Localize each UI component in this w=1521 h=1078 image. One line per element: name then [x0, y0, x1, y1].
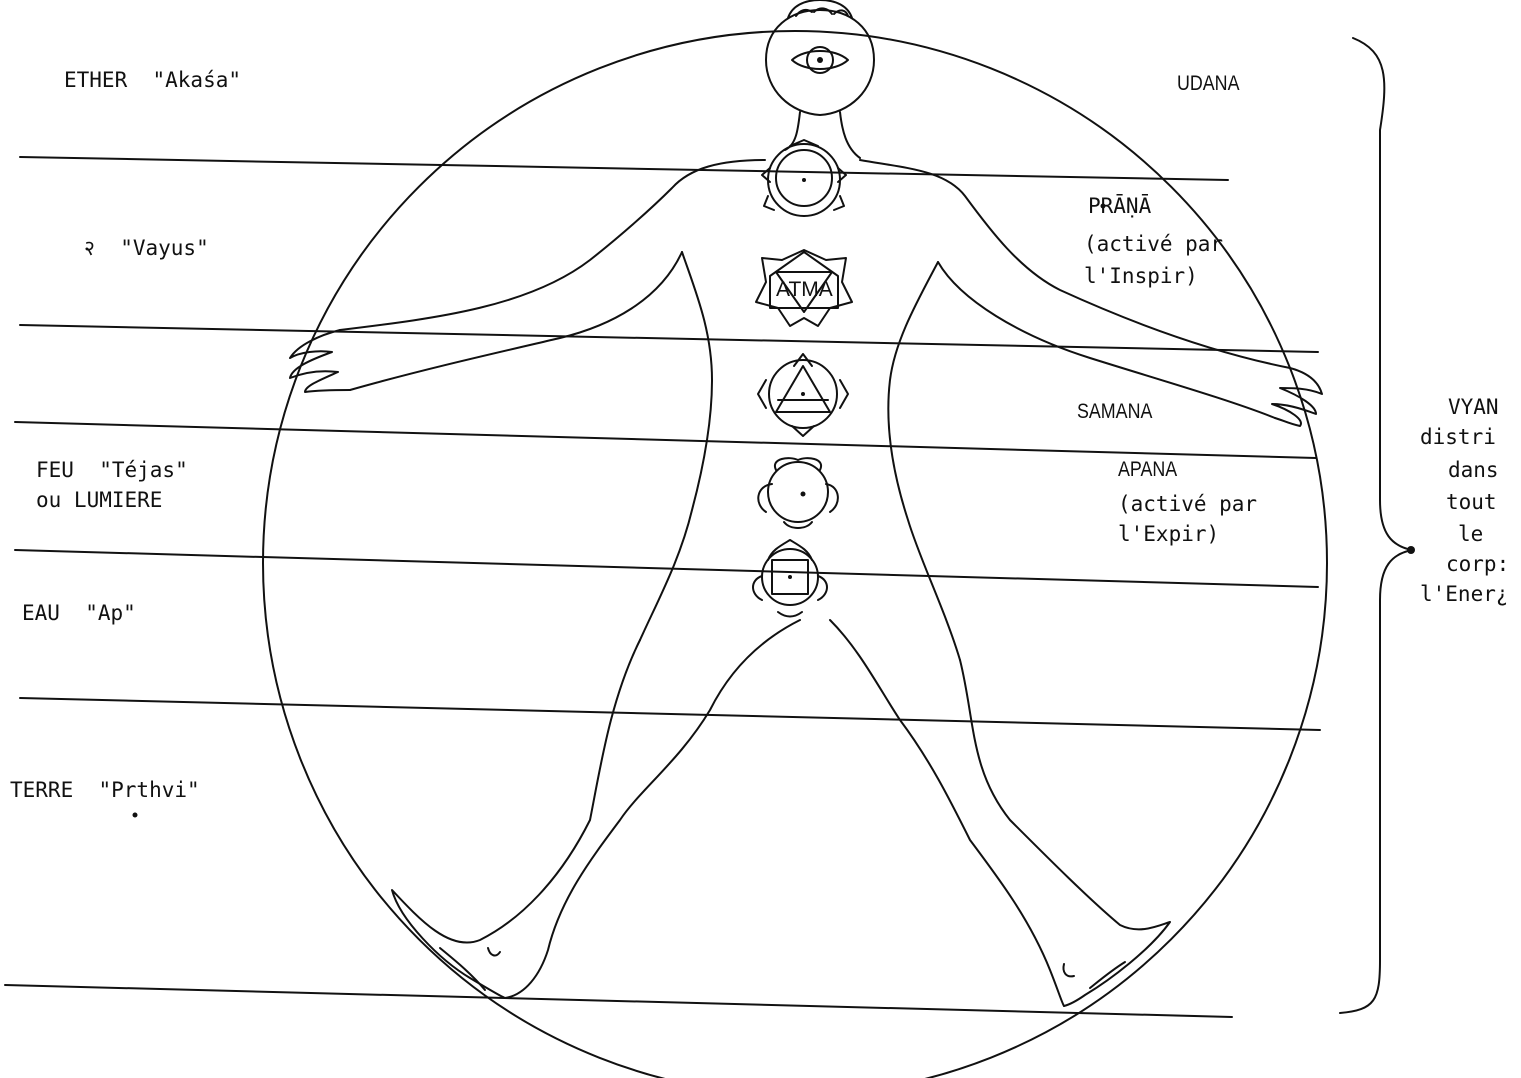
- label-prana-note-2: l'Inspir): [1084, 262, 1198, 290]
- torso-left: [640, 252, 712, 640]
- left-foot-mark: [488, 948, 500, 955]
- separator-line-5: [20, 698, 1320, 730]
- label-ether: ETHER "Akaśa": [64, 66, 241, 94]
- label-earth: TERRE "Prthvi": [10, 776, 200, 804]
- label-apana: APANA: [1118, 458, 1177, 482]
- separator-line-1: [20, 157, 1228, 180]
- label-vyana-7: l'Ener¿: [1420, 580, 1509, 608]
- left-arm-lower: [350, 252, 682, 390]
- label-apana-note-2: l'Expir): [1118, 520, 1219, 548]
- right-leg-inner: [830, 620, 1064, 1006]
- label-vyana-6: corp:: [1446, 550, 1509, 578]
- label-vyana-1: VYAN: [1448, 393, 1499, 421]
- label-samana: SAMANA: [1077, 400, 1152, 424]
- sacral-chakra: [758, 458, 838, 528]
- label-vyana-3: dans: [1448, 456, 1499, 484]
- label-prana-note-1: (activé par: [1084, 230, 1223, 258]
- right-brace: [1340, 38, 1412, 1013]
- right-arm-upper: [860, 160, 1290, 368]
- separator-line-6: [5, 985, 1232, 1017]
- label-vyana-4: tout: [1446, 488, 1497, 516]
- left-arm-upper: [340, 160, 765, 330]
- left-heel: [440, 948, 485, 990]
- crown-chakra: [788, 0, 852, 18]
- atma-label: ATMA: [776, 278, 833, 301]
- label-fire-line1: FEU "Téjas": [36, 456, 188, 484]
- separator-line-3: [15, 422, 1316, 458]
- label-udana: UDANA: [1177, 72, 1239, 96]
- label-prana: PRĀṆĀ: [1088, 192, 1151, 220]
- right-hand: [1272, 368, 1322, 426]
- label-air: २ "Vayus": [84, 234, 209, 262]
- label-water: EAU "Ap": [22, 599, 136, 627]
- neck-right: [840, 112, 860, 158]
- torso-right: [888, 262, 960, 660]
- right-foot-mark: [1063, 964, 1074, 976]
- right-leg-outer: [960, 660, 1170, 1006]
- label-vyana-5: le: [1458, 520, 1483, 548]
- left-leg-outer: [392, 640, 640, 998]
- left-leg-inner: [505, 620, 800, 998]
- separator-line-2: [20, 325, 1318, 352]
- label-vyana-2: distri: [1420, 423, 1496, 451]
- label-apana-note-1: (activé par: [1118, 490, 1257, 518]
- label-fire-line2: ou LUMIERE: [36, 486, 162, 514]
- left-hand: [290, 330, 350, 392]
